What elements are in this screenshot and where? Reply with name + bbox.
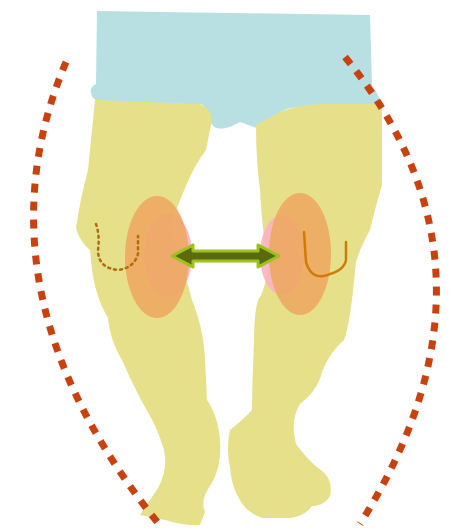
bowleg-diagram <box>0 0 452 528</box>
